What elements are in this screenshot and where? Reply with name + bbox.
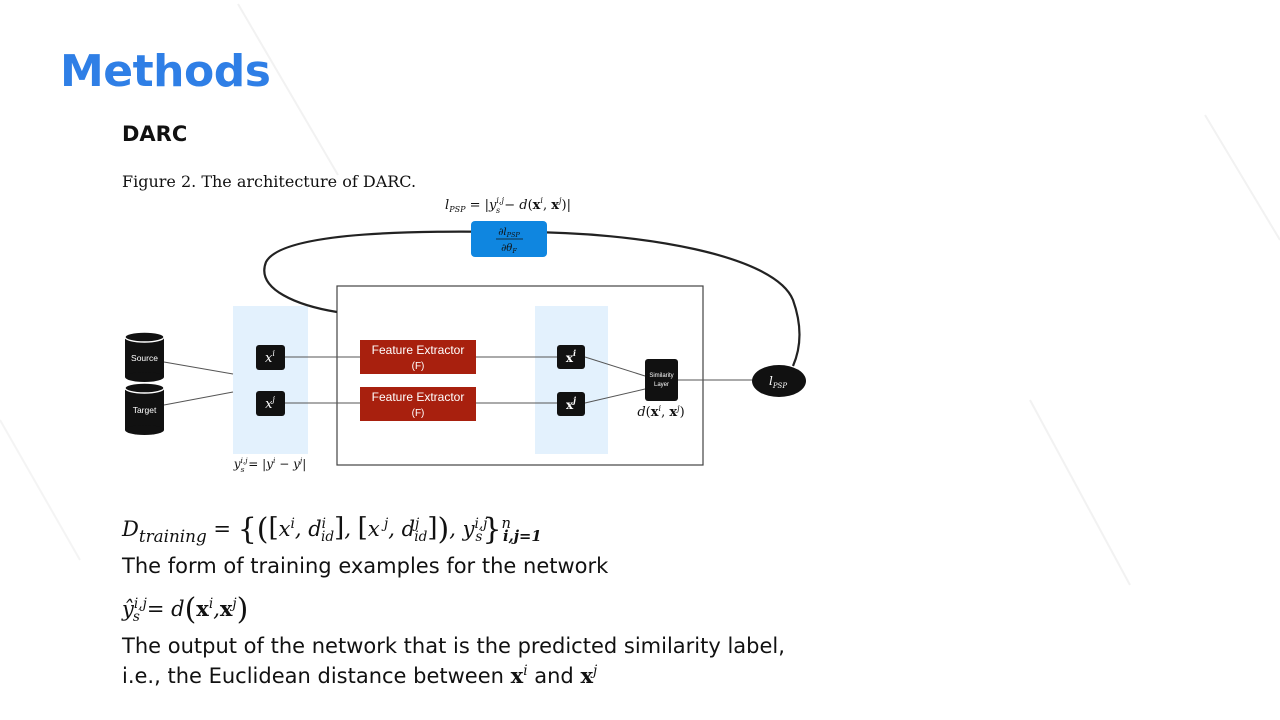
feature-extractor-top bbox=[360, 340, 476, 374]
target-label: Target bbox=[133, 405, 157, 415]
figure-caption: Figure 2. The architecture of DARC. bbox=[122, 172, 417, 191]
input-label-i: xi bbox=[265, 349, 275, 366]
output-description: The output of the network that is the pr… bbox=[122, 634, 785, 658]
feature-extractor-bottom bbox=[360, 387, 476, 421]
target-database-icon: Target bbox=[124, 382, 165, 435]
input-panel bbox=[233, 306, 308, 454]
training-set-equation: Dtraining = {([xi, diid], [x j, djid]), … bbox=[122, 512, 542, 547]
similarity-layer bbox=[645, 359, 678, 401]
feature-extractor-bottom-sub: (F) bbox=[412, 408, 425, 419]
euclidean-and: and bbox=[534, 664, 574, 688]
distance-label: d(xi, xj) bbox=[637, 404, 684, 420]
input-node-j bbox=[256, 391, 285, 416]
euclidean-description: i.e., the Euclidean distance between xi … bbox=[122, 663, 598, 688]
input-node-i bbox=[256, 345, 285, 370]
embedding-label-i: xi bbox=[566, 348, 576, 365]
embedding-label-j: xj bbox=[566, 395, 576, 412]
embedding-panel bbox=[535, 306, 608, 454]
feature-extractor-top-label: Feature Extractor bbox=[372, 343, 465, 357]
slide-title: Methods bbox=[60, 46, 271, 97]
source-database-icon: Source bbox=[124, 331, 165, 382]
similarity-layer-label-1: Similarity bbox=[649, 373, 673, 379]
euclidean-prefix: i.e., the Euclidean distance between bbox=[122, 664, 504, 688]
embedding-node-j bbox=[557, 392, 585, 416]
network-box bbox=[336, 285, 704, 466]
loss-node bbox=[752, 365, 806, 397]
feature-extractor-top-sub: (F) bbox=[412, 361, 425, 372]
source-label: Source bbox=[131, 353, 158, 363]
feature-extractor-bottom-label: Feature Extractor bbox=[372, 390, 465, 404]
section-subtitle: DARC bbox=[122, 122, 188, 146]
connector-lines bbox=[163, 356, 752, 406]
prediction-equation: ŷsi,j= d(xi,xj) bbox=[122, 592, 249, 627]
input-label-j: xj bbox=[265, 395, 275, 412]
embedding-node-i bbox=[557, 345, 585, 369]
training-description: The form of training examples for the ne… bbox=[122, 554, 609, 578]
similarity-layer-label-2: Layer bbox=[654, 382, 669, 388]
